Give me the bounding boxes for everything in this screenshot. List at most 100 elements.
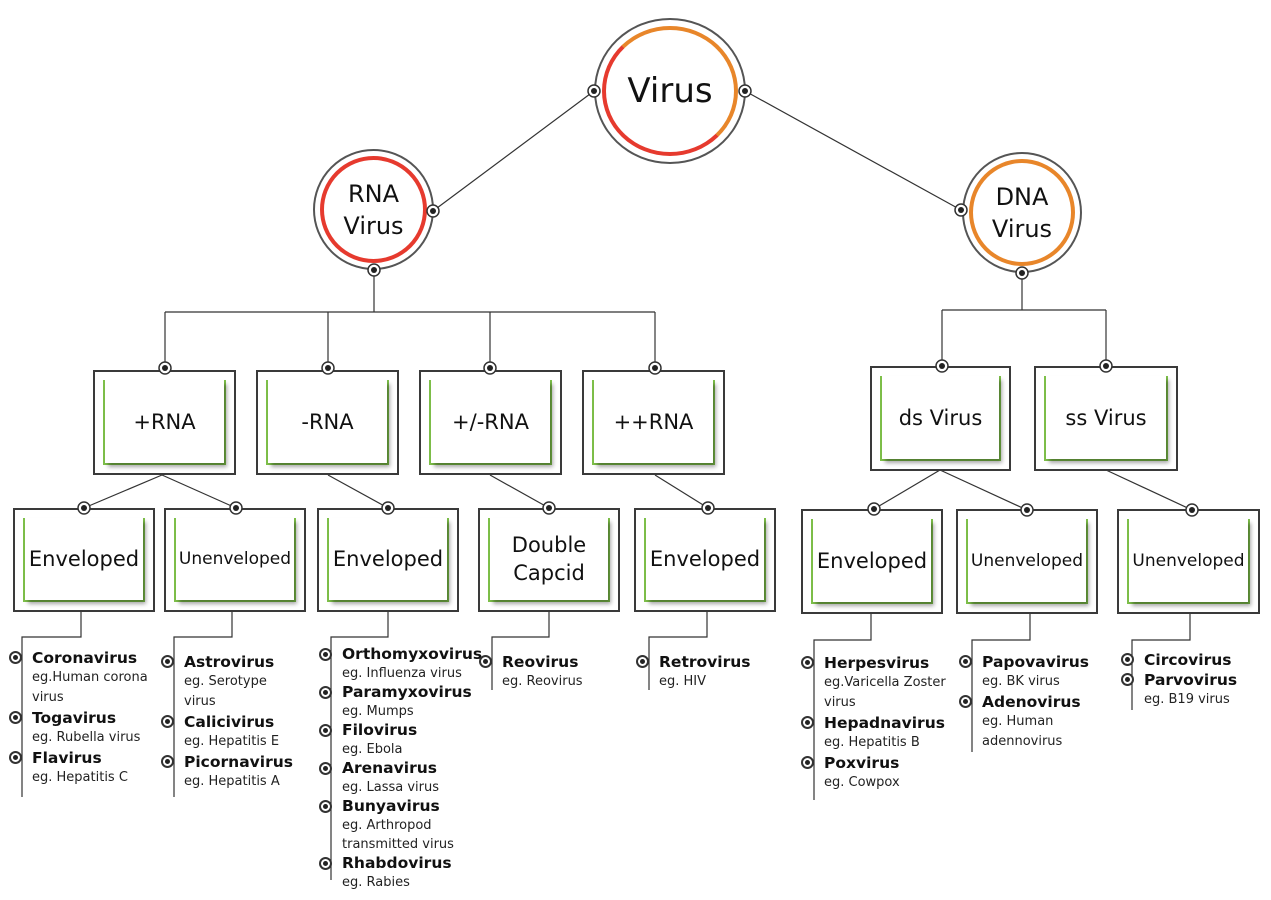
subgroup-box-ss-unenveloped: Unenveloped [1117,509,1260,614]
virus-family-name: Filovirus [342,721,418,739]
virus-family-name: Orthomyxovirus [342,645,483,663]
list-double-capcid: Reovirus eg. Reovirus [479,652,626,692]
bullet-icon [319,724,332,737]
virus-example: eg. Mumps [342,704,414,719]
list-item: Filovirus eg. Ebola [319,721,486,759]
virus-example: eg. Human adennovirus [982,714,1063,749]
connector-dot-icon [483,361,497,375]
bullet-icon [161,655,174,668]
list-item: Orthomyxovirus eg. Influenza virus [319,645,486,683]
virus-example: eg. Hepatitis A [184,774,280,789]
connector-dot-icon [321,361,335,375]
connector-dot-icon [1185,503,1199,517]
virus-example: eg. Lassa virus [342,780,440,795]
virus-family-name: Poxvirus [824,754,900,772]
connector-dot-icon [1015,266,1029,280]
list-item: Paramyxovirus eg. Mumps [319,683,486,721]
virus-family-name: Adenovirus [982,693,1081,711]
connector-dot-icon [648,361,662,375]
virus-example: eg. Reovirus [502,674,583,689]
virus-root-ring: Virus [602,26,738,156]
virus-example: eg. Serotype virus [184,674,267,709]
virus-family-name: Herpesvirus [824,654,930,672]
group-box-plus-minus-rna: +/-RNA [419,370,562,475]
connector-dot-icon [1020,503,1034,517]
virus-family-name: Flavirus [32,749,102,767]
connector-dot-icon [426,204,440,218]
virus-root-label: Virus [627,71,713,111]
virus-family-name: Astrovirus [184,653,275,671]
virus-family-name: Bunyavirus [342,797,440,815]
virus-family-name: Papovavirus [982,653,1090,671]
connector-dot-icon [77,501,91,515]
bullet-icon [161,715,174,728]
connector-dot-icon [935,359,949,373]
virus-example: eg. Rubella virus [32,730,141,745]
virus-family-name: Paramyxovirus [342,683,472,701]
virus-family-name: Hepadnavirus [824,714,945,732]
bullet-icon [319,800,332,813]
group-box-ds-virus: ds Virus [870,366,1011,471]
group-box-minus-rna: -RNA [256,370,399,475]
connector-dot-icon [158,361,172,375]
dna-virus-label: DNA Virus [991,182,1053,243]
connector-dot-icon [1099,359,1113,373]
list-ds-enveloped: Herpesvirus eg.Varicella Zoster virus Hep… [801,653,968,793]
bullet-icon [319,686,332,699]
group-box-ss-virus: ss Virus [1034,366,1178,471]
virus-example: eg. HIV [659,674,707,689]
virus-example: eg. B19 virus [1144,692,1230,707]
rna-virus-label: RNA Virus [343,179,404,240]
list-item: Togavirus eg. Rubella virus [9,708,166,748]
subgroup-label: Enveloped [28,547,140,571]
bullet-icon [801,656,814,669]
virus-family-name: Coronavirus [32,649,138,667]
group-label: ds Virus [898,405,983,430]
virus-family-name: Calicivirus [184,713,275,731]
group-label: -RNA [301,409,354,434]
virus-example: eg. Rabies [342,875,410,890]
group-label: +/-RNA [452,409,529,434]
group-label: ss Virus [1065,405,1147,430]
bullet-icon [479,655,492,668]
bullet-icon [9,651,22,664]
virus-family-name: Reovirus [502,653,579,671]
virus-example: eg. Cowpox [824,775,900,790]
group-label: +RNA [133,409,196,434]
subgroup-box-plus-rna-enveloped: Enveloped [13,508,155,612]
bullet-icon [1121,673,1134,686]
virus-example: eg. Influenza virus [342,666,462,681]
list-item: Herpesvirus eg.Varicella Zoster virus [801,653,968,713]
dna-virus-node: DNA Virus [962,152,1082,273]
virus-family-name: Arenavirus [342,759,437,777]
connector-dot-icon [229,501,243,515]
subgroup-box-plus-rna-unenveloped: Unenveloped [164,508,306,612]
virus-family-name: Togavirus [32,709,117,727]
virus-root-node: Virus [594,18,746,164]
virus-family-name: Rhabdovirus [342,854,452,872]
connector-dot-icon [587,84,601,98]
virus-example: eg.Varicella Zoster virus [824,675,946,710]
connector-dot-icon [954,203,968,217]
connector-dot-icon [738,84,752,98]
group-box-plus-rna: +RNA [93,370,236,475]
connector-dot-icon [381,501,395,515]
subgroup-label: Double Capcid [511,533,587,585]
subgroup-label: Enveloped [332,547,444,571]
bullet-icon [636,655,649,668]
subgroup-box-double-capcid: Double Capcid [478,508,620,612]
connector-dot-icon [367,263,381,277]
virus-example: eg. Hepatitis E [184,734,280,749]
virus-example: eg. Ebola [342,742,403,757]
list-minus-rna-enveloped: Orthomyxovirus eg. Influenza virus Paramy… [319,645,486,892]
